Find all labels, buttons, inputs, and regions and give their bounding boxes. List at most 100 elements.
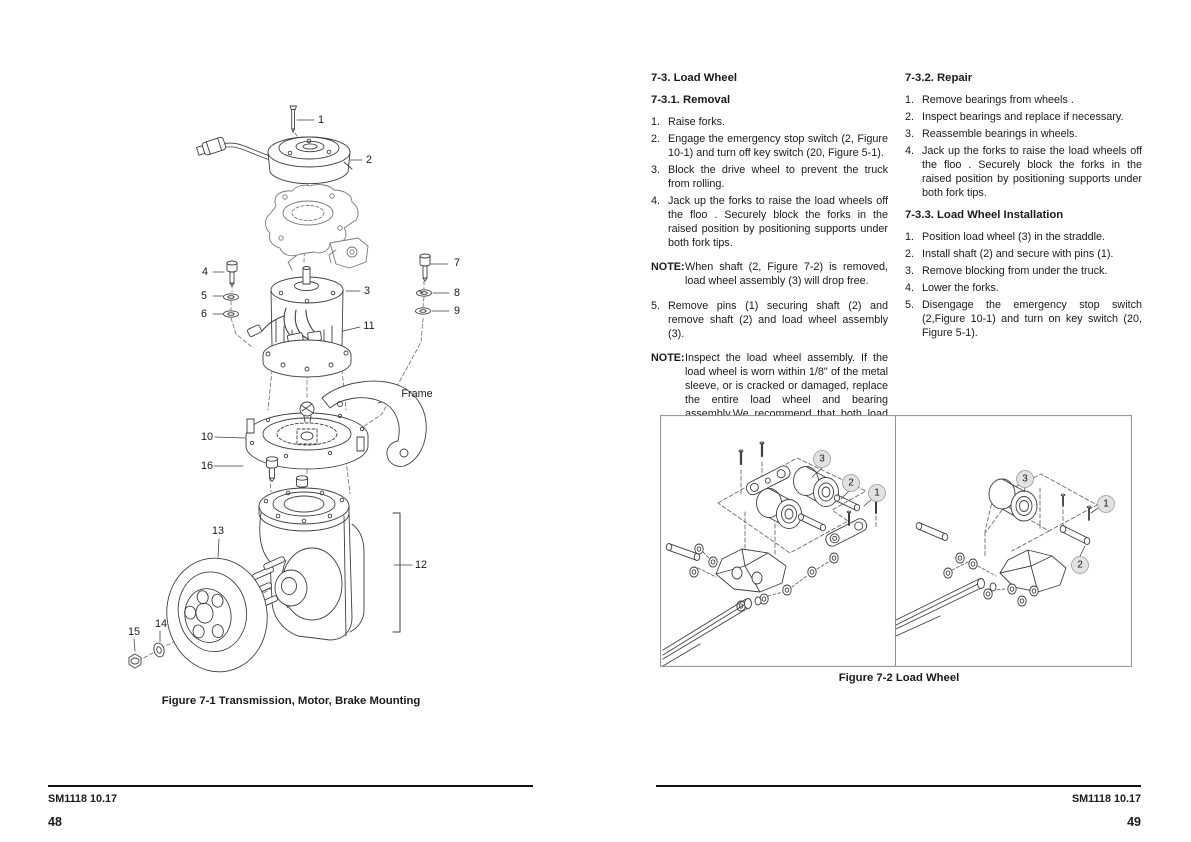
fig2-left-callout-3: 3: [819, 453, 825, 465]
list-item-number: 1.: [905, 231, 915, 243]
fig2-right-callout-3: 3: [1022, 473, 1028, 485]
list-item-number: 3.: [651, 164, 661, 176]
list-item: 1. Remove bearings from wheels .: [905, 93, 1142, 107]
list-item: 1. Position load wheel (3) in the stradd…: [905, 230, 1142, 244]
list-item-number: 4.: [651, 195, 661, 207]
list-item-text: Jack up the forks to raise the load whee…: [922, 145, 1142, 199]
list-item-text: Raise forks.: [668, 116, 725, 128]
list-item-text: Remove pins (1) securing shaft (2) and r…: [668, 300, 888, 340]
wheel-illustration: [166, 557, 268, 673]
section-heading: 7-3.1. Removal: [651, 94, 731, 106]
fig1-callout-6: 6: [200, 308, 208, 320]
adapter-plate-illustration: [265, 184, 369, 271]
list-item-number: 3.: [905, 265, 915, 277]
list-item-number: 4.: [905, 282, 915, 294]
fig1-callout-2: 2: [365, 154, 373, 166]
list-item-number: 4.: [905, 145, 915, 157]
right-page-column-left: 7-3. Load Wheel 7-3.1. Removal 1. Raise …: [651, 71, 888, 474]
list-item: 2. Install shaft (2) and secure with pin…: [905, 247, 1142, 261]
list-item-number: 1.: [651, 116, 661, 128]
fig1-callout-14: 14: [154, 618, 168, 630]
right-page-column-right: 7-3.2. Repair 1. Remove bearings from wh…: [905, 71, 1142, 343]
fig1-callout-10: 10: [200, 431, 214, 443]
screw-1-illustration: [289, 105, 297, 133]
list-item: 2. Inspect bearings and replace if neces…: [905, 110, 1142, 124]
fig1-callout-15: 15: [127, 626, 141, 638]
note-label: NOTE:: [651, 352, 685, 364]
figure-7-2-svg: [660, 415, 1132, 667]
list-item: 1. Raise forks.: [651, 115, 888, 129]
fig1-callout-8: 8: [453, 287, 461, 299]
list-item-text: Remove blocking from under the truck.: [922, 265, 1108, 277]
list-item-text: Inspect bearings and replace if necessar…: [922, 111, 1124, 123]
list-item-text: Reassemble bearings in wheels.: [922, 128, 1078, 140]
fig1-callout-9: 9: [453, 305, 461, 317]
fig2-callout-circles: [811, 450, 1115, 574]
figure-7-1-caption: Figure 7-1 Transmission, Motor, Brake Mo…: [161, 695, 421, 707]
figure-7-2-caption: Figure 7-2 Load Wheel: [838, 672, 960, 684]
transmission-illustration: [250, 487, 401, 641]
left-doc-code: SM1118 10.17: [48, 793, 118, 805]
left-footer-rule: [48, 785, 533, 787]
fig1-callout-4: 4: [201, 266, 209, 278]
fig1-frame-label: Frame: [401, 388, 433, 400]
fig1-callout-3: 3: [363, 285, 371, 297]
list-item: 3. Block the drive wheel to prevent the …: [651, 163, 888, 191]
list-item-number: 5.: [905, 299, 915, 311]
frame-illustration: [321, 380, 427, 467]
right-fasteners-illustration: [415, 253, 432, 315]
list-item: 5. Disengage the emergency stop switch (…: [905, 298, 1142, 340]
fig1-callout-7: 7: [453, 257, 461, 269]
list-item: 5. Remove pins (1) securing shaft (2) an…: [651, 299, 888, 341]
list-item-text: Remove bearings from wheels .: [922, 94, 1074, 106]
right-footer-rule: [656, 785, 1141, 787]
figure-7-2-diagram: [660, 415, 1132, 667]
list-item-text: Install shaft (2) and secure with pins (…: [922, 248, 1114, 260]
note-paragraph: NOTE: When shaft (2, Figure 7-2) is remo…: [651, 260, 888, 288]
list-item-text: Position load wheel (3) in the straddle.: [922, 231, 1106, 243]
list-item: 3. Remove blocking from under the truck.: [905, 264, 1142, 278]
fig2-left-callout-2: 2: [848, 477, 854, 489]
list-item: 4. Jack up the forks to raise the load w…: [905, 144, 1142, 200]
list-item-number: 2.: [651, 133, 661, 145]
list-item: 2. Engage the emergency stop switch (2, …: [651, 132, 888, 160]
fig2-right-callout-2: 2: [1077, 559, 1083, 571]
list-item-number: 5.: [651, 300, 661, 312]
left-fasteners-illustration: [223, 260, 239, 318]
fig1-callout-11: 11: [363, 320, 375, 332]
fig1-callout-16: 16: [200, 460, 214, 472]
list-item-text: Jack up the forks to raise the load whee…: [668, 195, 888, 249]
list-item: 4. Jack up the forks to raise the load w…: [651, 194, 888, 250]
list-item-text: Block the drive wheel to prevent the tru…: [668, 164, 888, 190]
fig1-callout-13: 13: [211, 525, 225, 537]
ring-illustration: [245, 401, 369, 470]
fig2-right-callout-1: 1: [1103, 498, 1109, 510]
fig1-callout-12: 12: [414, 559, 428, 571]
motor-illustration: [247, 266, 352, 378]
list-item-number: 2.: [905, 111, 915, 123]
section-heading: 7-3.3. Load Wheel Installation: [905, 209, 1064, 221]
fig2-left-callout-1: 1: [874, 487, 880, 499]
right-doc-code: SM1118 10.17: [1071, 793, 1141, 805]
figure-7-1-diagram: [60, 95, 540, 680]
list-item-number: 2.: [905, 248, 915, 260]
figure-7-1-svg: [128, 105, 450, 673]
list-item-text: Disengage the emergency stop switch (2,F…: [922, 299, 1142, 339]
note-label: NOTE:: [651, 261, 685, 273]
tandem-load-wheel-illustration: [662, 441, 879, 667]
list-item-text: Engage the emergency stop switch (2, Fig…: [668, 133, 888, 159]
left-page-number: 48: [48, 815, 62, 829]
list-item: 4. Lower the forks.: [905, 281, 1142, 295]
fig1-callout-1: 1: [317, 114, 325, 126]
list-item-text: Lower the forks.: [922, 282, 999, 294]
fig1-callout-5: 5: [200, 290, 208, 302]
list-item-number: 3.: [905, 128, 915, 140]
brake-illustration: [196, 136, 353, 185]
leader-lines: [133, 119, 450, 652]
list-item-number: 1.: [905, 94, 915, 106]
note-text: When shaft (2, Figure 7-2) is removed, l…: [685, 261, 888, 287]
axle-nut-washer-illustration: [128, 642, 165, 669]
section-heading: 7-3.2. Repair: [905, 72, 973, 84]
right-page-number: 49: [1127, 815, 1141, 829]
